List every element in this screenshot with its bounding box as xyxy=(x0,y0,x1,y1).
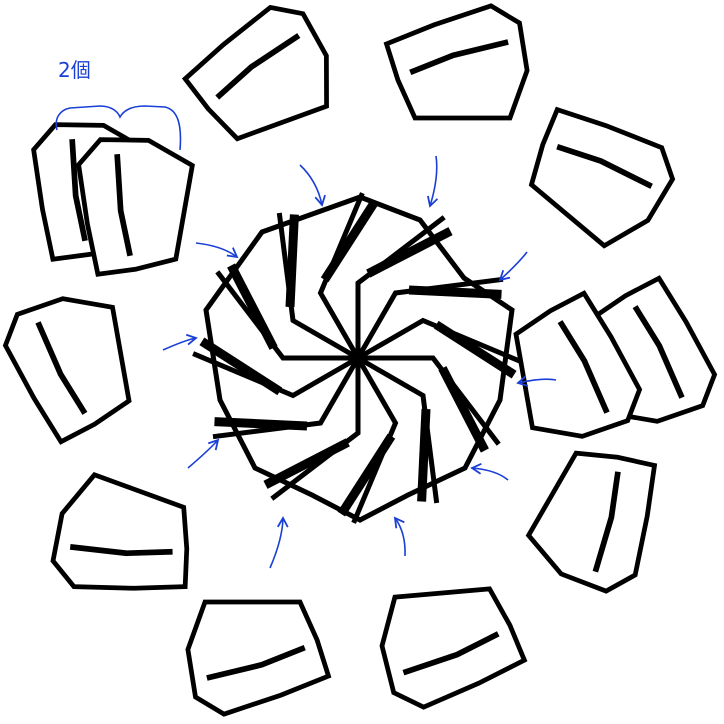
pinwheel-blade xyxy=(192,337,360,399)
guide-arrow xyxy=(187,438,220,469)
pinwheel-blade xyxy=(263,358,361,501)
blade-shadow xyxy=(433,320,517,379)
blade-shadow xyxy=(320,199,379,283)
blade-edge xyxy=(351,356,399,524)
pair-brace xyxy=(55,105,182,151)
guide-arrow xyxy=(269,516,289,569)
piece-band xyxy=(592,471,621,573)
piece-outline xyxy=(181,4,329,142)
guide-arrow xyxy=(498,251,528,282)
pinwheel-blade xyxy=(356,317,524,379)
pinwheel-blade xyxy=(358,355,501,453)
blade-edge xyxy=(192,351,360,399)
piece-outline xyxy=(513,290,643,439)
blade-edge xyxy=(212,356,361,440)
piece-band xyxy=(215,33,301,100)
piece-outline xyxy=(50,471,190,591)
piece-band xyxy=(557,320,610,414)
piece-band xyxy=(35,321,88,415)
pinwheel-blade xyxy=(337,356,399,524)
piece-outline xyxy=(2,296,132,445)
piece-band xyxy=(114,153,133,257)
piece-band xyxy=(632,305,685,399)
piece-band xyxy=(206,644,306,681)
blade-edge xyxy=(270,358,361,501)
blade-edge xyxy=(215,270,358,361)
pinwheel-blade xyxy=(355,215,453,358)
blade-shadow xyxy=(285,214,299,308)
piece-outline xyxy=(528,106,676,249)
piece-outline xyxy=(383,3,530,121)
blade-edge xyxy=(355,215,446,358)
piece-outline xyxy=(185,599,332,717)
loose-piece xyxy=(76,137,195,277)
blade-shadow xyxy=(263,438,350,489)
blade-shadow xyxy=(417,408,431,502)
central-pinwheel xyxy=(192,192,524,524)
guide-arrow xyxy=(195,242,239,259)
guide-arrow xyxy=(299,164,326,207)
pinwheel-blade xyxy=(215,263,358,361)
guide-arrow xyxy=(162,333,198,351)
pinwheel-blade xyxy=(317,192,379,360)
piece-band xyxy=(402,631,500,676)
loose-piece xyxy=(50,471,190,591)
pinwheel-blade xyxy=(212,356,361,440)
loose-piece xyxy=(379,586,528,710)
guide-arrow xyxy=(470,462,509,481)
guide-arrow xyxy=(516,375,557,387)
piece-band xyxy=(409,39,509,76)
pinwheel-blade xyxy=(355,276,504,360)
loose-piece xyxy=(185,599,332,717)
loose-piece xyxy=(181,4,329,142)
guide-arrows xyxy=(162,155,557,569)
blade-edge xyxy=(358,355,501,446)
blade-edge xyxy=(355,276,504,360)
guide-arrow xyxy=(393,516,406,557)
blade-shadow xyxy=(337,433,396,517)
piece-outline xyxy=(379,586,528,710)
piece-band xyxy=(556,143,653,189)
blade-shadow xyxy=(408,285,502,299)
blade-shadow xyxy=(366,227,453,278)
pinwheel-blade xyxy=(276,212,360,361)
piece-band xyxy=(69,544,173,557)
loose-piece xyxy=(525,450,658,594)
piece-outline xyxy=(525,450,658,594)
blade-edge xyxy=(276,212,360,361)
loose-piece xyxy=(513,290,643,439)
loose-piece xyxy=(528,106,676,249)
piece-outline xyxy=(76,137,195,277)
loose-piece xyxy=(2,296,132,445)
pinwheel-blade xyxy=(356,355,440,504)
piece-band xyxy=(69,138,88,242)
blade-edge xyxy=(356,355,440,504)
loose-piece xyxy=(383,3,530,121)
blade-edge xyxy=(317,192,365,360)
pair-count-label: 2個 xyxy=(58,58,91,82)
guide-arrow xyxy=(427,155,439,208)
blade-shadow xyxy=(214,417,308,431)
blade-edge xyxy=(356,317,524,365)
blade-shadow xyxy=(199,337,283,396)
blade-shadow xyxy=(438,366,489,453)
blade-shadow xyxy=(227,263,278,350)
